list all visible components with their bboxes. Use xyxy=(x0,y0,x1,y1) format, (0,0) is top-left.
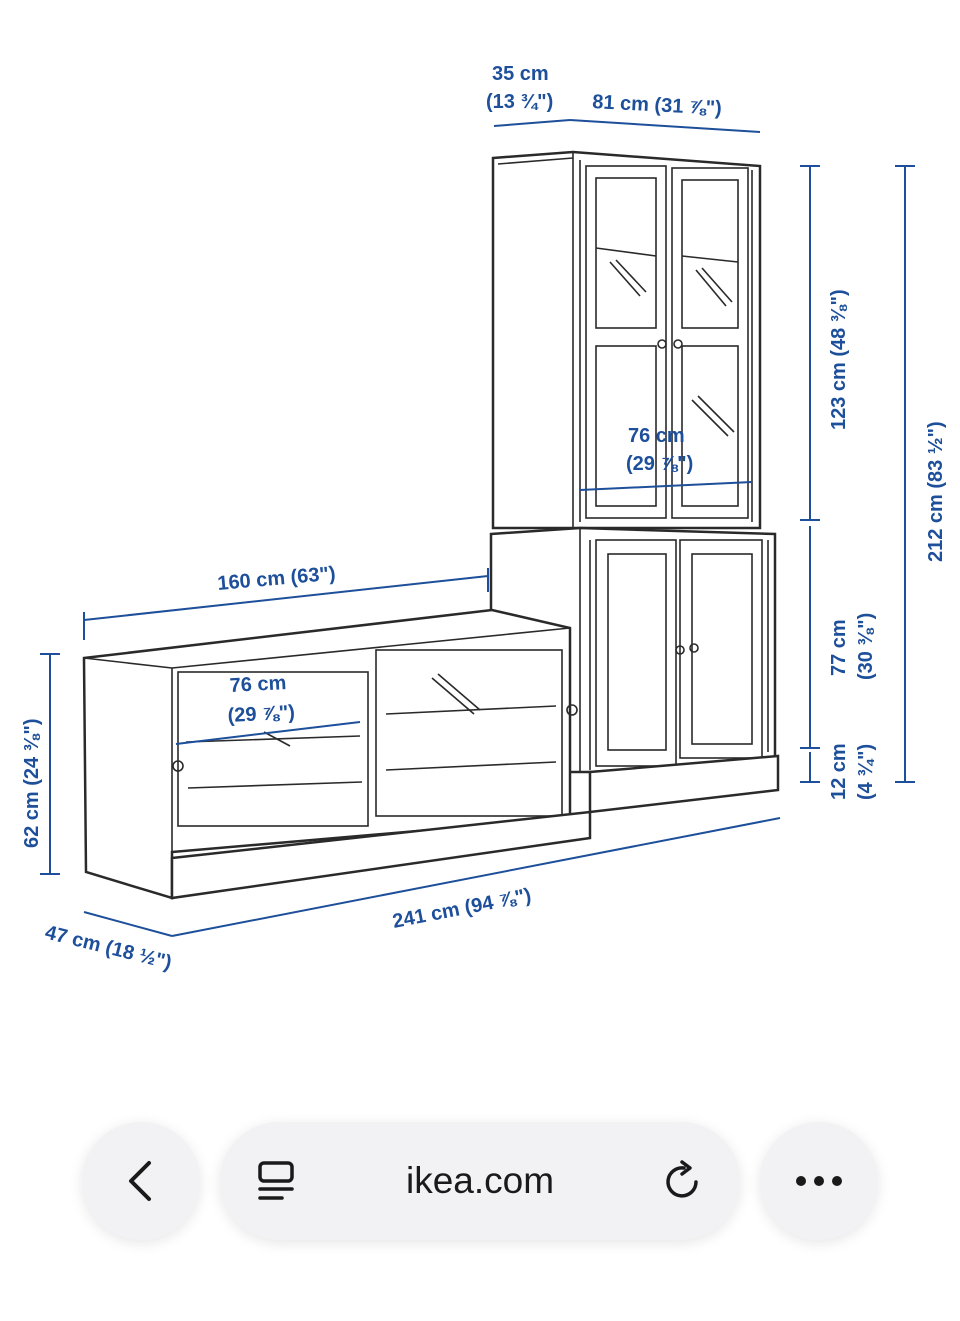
height-left-label: 62 cm (24 ⅜") xyxy=(21,718,43,848)
inner-left-line xyxy=(175,721,361,745)
height-total-label: 212 cm (83 ½") xyxy=(925,421,947,562)
chevron-left-icon xyxy=(129,1161,151,1201)
inner-left-label: 76 cm xyxy=(229,672,287,697)
height-mid-inch-label: (30 ⅜") xyxy=(855,613,877,680)
more-button[interactable] xyxy=(760,1122,878,1240)
inner-top-inch-label: (29 ⅞") xyxy=(626,453,693,475)
depth-left-line xyxy=(83,911,173,937)
depth-left-label: 47 cm (18 ½") xyxy=(43,922,174,975)
width-top-label: 81 cm (31 ⅞") xyxy=(592,91,723,120)
url-text[interactable]: ikea.com xyxy=(405,1160,555,1201)
width-total-label: 241 cm (94 ⅞") xyxy=(391,884,533,932)
furniture-drawing xyxy=(82,150,780,900)
depth-top-line xyxy=(493,119,571,127)
height-mid-label: 77 cm xyxy=(828,619,850,676)
height-plinth-inch-label: (4 ¾") xyxy=(855,744,877,800)
depth-top-inch-label: (13 ¾") xyxy=(486,91,553,113)
inner-left-inch-label: (29 ⅞") xyxy=(227,702,295,727)
inner-top-line xyxy=(579,481,753,491)
width-total-line xyxy=(171,817,781,937)
browser-toolbar: ikea.com xyxy=(0,1000,960,1321)
more-horizontal-icon xyxy=(796,1176,842,1186)
reader-mode-icon[interactable] xyxy=(256,1160,300,1204)
height-upper-label: 123 cm (48 ⅜") xyxy=(828,289,850,430)
back-button[interactable] xyxy=(82,1122,200,1240)
reload-icon[interactable] xyxy=(662,1160,706,1204)
width-left-label: 160 cm (63") xyxy=(217,563,337,595)
dimension-diagram: 35 cm (13 ¾") 81 cm (31 ⅞") 123 cm (48 ⅜… xyxy=(21,63,947,974)
depth-top-label: 35 cm xyxy=(492,63,549,85)
height-plinth-label: 12 cm xyxy=(828,743,850,800)
width-left-line xyxy=(83,575,489,621)
address-bar[interactable]: ikea.com xyxy=(220,1122,740,1240)
inner-top-label: 76 cm xyxy=(628,425,685,447)
width-top-line xyxy=(569,119,761,133)
dimension-annotations: 35 cm (13 ¾") 81 cm (31 ⅞") 123 cm (48 ⅜… xyxy=(21,63,947,974)
